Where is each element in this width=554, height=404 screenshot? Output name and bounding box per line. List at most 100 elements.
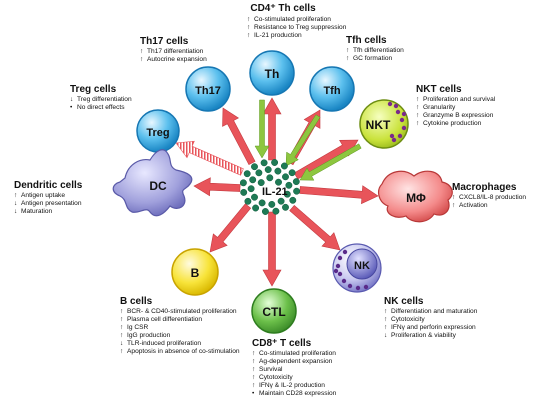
effect-direction: • xyxy=(70,104,73,112)
effect-item: ↑Tfh differentiation xyxy=(346,47,404,55)
nkt-granule xyxy=(395,109,401,115)
effect-item: ↑Resistance to Treg suppression xyxy=(247,24,346,32)
effect-direction: ↑ xyxy=(252,382,256,390)
th17-block: Th17 cells ↑Th17 differentiation↑Autocri… xyxy=(140,36,207,64)
nk-granules xyxy=(333,249,369,291)
effect-item: ↑Ig CSR xyxy=(120,324,240,332)
nk-cell: NK xyxy=(332,243,382,293)
th17-cell: Th17 xyxy=(185,66,231,112)
effect-item: ↑Co-stimulated proliferation xyxy=(247,16,346,24)
nkt-effects-list: ↑Proliferation and survival↑Granularity↑… xyxy=(416,96,495,128)
nkt-block: NKT cells ↑Proliferation and survival↑Gr… xyxy=(416,84,495,128)
effect-direction: ↑ xyxy=(452,194,456,201)
tfh-block: Tfh cells ↑Tfh differentiation↑GC format… xyxy=(346,35,404,63)
nk-granule xyxy=(347,283,353,289)
effect-text: Cytotoxicity xyxy=(259,374,293,382)
effect-direction: ↑ xyxy=(140,48,144,55)
effect-direction: ↑ xyxy=(14,192,18,199)
nk-granule xyxy=(363,284,369,290)
effect-item: ↑Differentiation and maturation xyxy=(384,308,477,316)
nkt-granule xyxy=(401,111,407,117)
effect-item: ↑IFNγ & IL-2 production xyxy=(252,382,336,390)
effect-text: Antigen uptake xyxy=(21,192,65,199)
il21-molecule xyxy=(264,166,272,174)
effect-item: ↑BCR- & CD40-stimulated proliferation xyxy=(120,308,240,316)
effect-direction: ↓ xyxy=(14,208,18,216)
effect-text: Differentiation and maturation xyxy=(391,308,478,315)
arrow-to-dc xyxy=(193,177,241,197)
tfh-effects-list: ↑Tfh differentiation↑GC formation xyxy=(346,47,404,63)
effect-item: ↑Proliferation and survival xyxy=(416,96,495,104)
effect-item: ↑Antigen uptake xyxy=(14,192,82,200)
effect-text: BCR- & CD40-stimulated proliferation xyxy=(127,308,237,315)
il21-molecule xyxy=(277,197,285,205)
nkt-granule xyxy=(399,117,405,123)
cd4-th-effects: ↑Co-stimulated proliferation↑Resistance … xyxy=(247,16,346,40)
ctl-effects-list: ↑Co-stimulated proliferation↑Ag-dependen… xyxy=(252,350,336,399)
b-cell: B xyxy=(171,248,219,296)
il21-molecule xyxy=(260,159,268,167)
effect-direction: ↑ xyxy=(120,348,124,356)
b-cell-effects-list: ↑BCR- & CD40-stimulated proliferation↑Pl… xyxy=(120,308,240,357)
il21-molecule xyxy=(240,188,248,196)
arrow-to-nk xyxy=(289,204,341,251)
effect-direction: ↑ xyxy=(120,308,124,315)
il21-molecule xyxy=(268,200,276,208)
arrows-layer xyxy=(175,97,379,287)
effect-text: Autocrine expansion xyxy=(147,56,207,64)
effect-direction: ↑ xyxy=(252,374,256,382)
effect-item: ↑Ag-dependent expansion xyxy=(252,358,336,366)
effect-text: Granzyme B expression xyxy=(423,112,494,120)
effect-direction: ↓ xyxy=(14,200,18,208)
effect-item: ↑CXCL8/IL-8 production xyxy=(452,194,526,202)
arrow-from-nkt xyxy=(299,143,362,181)
il21-molecule xyxy=(243,170,251,178)
macrophage-block: Macrophages ↑CXCL8/IL-8 production↑Activ… xyxy=(452,182,526,210)
effect-text: IL-21 production xyxy=(254,32,302,40)
effect-item: ↑Granzyme B expression xyxy=(416,112,495,120)
effect-text: TLR-induced proliferation xyxy=(127,340,202,348)
th17-cell-label: Th17 xyxy=(195,85,221,97)
effect-direction: ↑ xyxy=(247,24,251,32)
effect-item: ↑Cytokine production xyxy=(416,120,495,128)
il21-center-dots xyxy=(239,159,301,215)
il21-molecule xyxy=(285,181,293,189)
il21-molecule xyxy=(266,174,274,182)
effect-item: ↓Treg differentiation xyxy=(70,96,132,104)
effect-item: ↑IgG production xyxy=(120,332,240,340)
nkt-title: NKT cells xyxy=(416,84,462,95)
ctl-cell: CTL xyxy=(251,288,297,334)
effect-direction: ↑ xyxy=(120,316,124,324)
effect-direction: • xyxy=(252,390,255,398)
il21-molecule xyxy=(275,178,282,186)
treg-title: Treg cells xyxy=(70,84,117,95)
tfh-cell-label: Tfh xyxy=(323,85,340,97)
effect-item: ↑Granularity xyxy=(416,104,495,112)
il21-molecule xyxy=(293,187,301,195)
nk-granule xyxy=(335,263,341,269)
il21-molecule xyxy=(258,199,266,207)
nkt-granule xyxy=(397,133,403,139)
dc-cell-label: DC xyxy=(149,179,167,193)
il21-molecule xyxy=(244,197,252,205)
effect-direction: ↑ xyxy=(252,350,256,357)
nkt-granule xyxy=(401,125,407,131)
effect-text: Maturation xyxy=(21,208,53,216)
effect-item: ↑Cytotoxicity xyxy=(384,316,477,324)
effect-text: Activation xyxy=(459,202,488,210)
effect-text: Survival xyxy=(259,366,283,374)
arrow-from-tfh xyxy=(285,114,321,167)
treg-cell-label: Treg xyxy=(146,127,169,139)
nk-granule xyxy=(333,268,339,274)
effect-direction: ↑ xyxy=(416,120,420,128)
il21-molecule xyxy=(251,163,258,171)
effect-item: ↑Plasma cell differentiation xyxy=(120,316,240,324)
il21-molecule xyxy=(280,162,288,170)
effect-text: No direct effects xyxy=(77,104,125,112)
il21-center-label: IL-21 xyxy=(262,186,288,198)
tfh-title: Tfh cells xyxy=(346,35,387,46)
effect-item: ↑Autocrine expansion xyxy=(140,56,207,64)
arrow-from-th xyxy=(254,99,270,159)
cd4-th-effects-list: ↑Co-stimulated proliferation↑Resistance … xyxy=(247,16,346,40)
effect-item: ↑GC formation xyxy=(346,55,404,63)
